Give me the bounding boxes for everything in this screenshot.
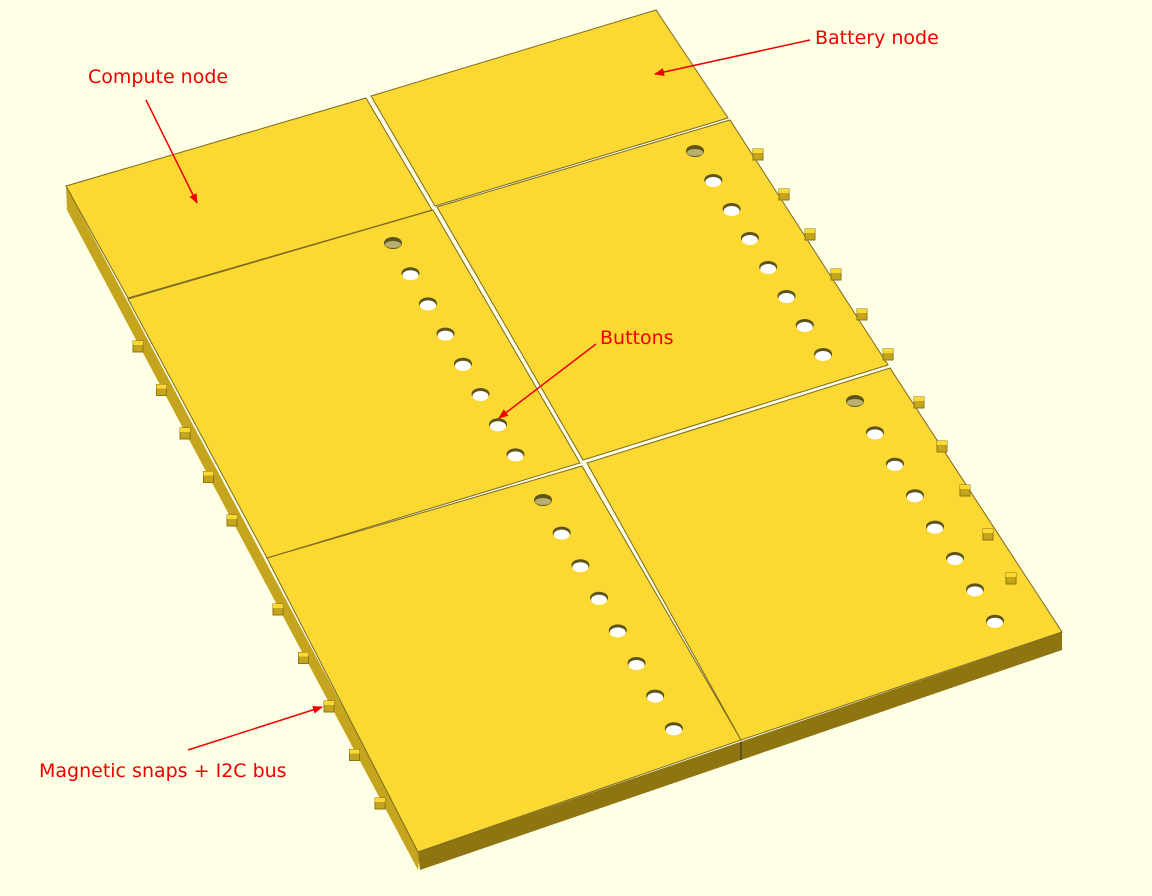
button-hole <box>490 421 506 432</box>
button-hole <box>815 351 832 361</box>
button-hole <box>867 429 883 440</box>
button-holes <box>384 145 1004 736</box>
magnetic-snap-top <box>960 485 970 489</box>
magnetic-snaps <box>132 148 1017 810</box>
button-hole <box>628 660 645 670</box>
button-hole <box>705 177 722 187</box>
button-hole <box>796 322 813 332</box>
button-hole <box>665 725 682 736</box>
button-hole <box>553 529 570 540</box>
magnetic-snap-top <box>857 309 867 313</box>
magnetic-snap-top <box>324 701 334 705</box>
battery-node-label: Battery node <box>815 27 939 49</box>
board-left-side <box>66 186 420 870</box>
button-hole <box>947 555 963 565</box>
magnetic-snap-top <box>349 749 360 754</box>
magnetic-snap-top <box>914 397 924 401</box>
button-hole <box>609 627 626 638</box>
compute-node-arrow <box>145 99 198 204</box>
magnetic-snap-top <box>1006 573 1016 577</box>
magnetic-snap-top <box>375 798 385 802</box>
button-hole <box>907 492 923 503</box>
button-hole <box>887 460 903 471</box>
magnetic-snap-top <box>983 529 993 533</box>
buttons-arrow <box>498 343 597 419</box>
button-module-right-middle <box>436 119 889 461</box>
compute-node-label: Compute node <box>88 66 229 88</box>
button-hole <box>927 523 943 534</box>
button-hole <box>535 498 551 505</box>
button-module-right-bottom <box>586 367 1063 741</box>
button-module-left-middle <box>127 209 581 559</box>
magnetic-snap-top <box>133 341 143 345</box>
magnetic-snap-top <box>156 384 167 389</box>
button-hole <box>987 617 1003 628</box>
magnetic-snap-top <box>298 652 309 657</box>
magnetic-snap-top <box>753 149 763 153</box>
button-hole <box>420 300 436 311</box>
magnetic-snap-top <box>203 471 214 476</box>
battery-node <box>370 9 729 207</box>
battery-node-arrow <box>654 39 811 76</box>
button-hole <box>647 692 664 703</box>
magnetic-snap-top <box>227 515 237 519</box>
magnetic-snap-top <box>883 349 893 353</box>
magnetic-snaps-arrow <box>187 705 323 751</box>
button-hole <box>967 586 983 597</box>
button-hole <box>847 399 863 406</box>
magnetic-snap-top <box>831 269 841 273</box>
buttons-label: Buttons <box>600 327 674 349</box>
magnetic-snaps-label: Magnetic snaps + I2C bus <box>39 760 287 782</box>
magnetic-snap-top <box>805 229 815 233</box>
button-hole <box>402 270 419 281</box>
magnetic-snap-top <box>273 604 283 608</box>
button-hole <box>760 264 777 274</box>
button-hole <box>385 241 401 248</box>
button-hole <box>723 206 740 216</box>
button-hole <box>687 149 703 156</box>
button-hole <box>472 391 489 401</box>
button-hole <box>507 451 524 462</box>
button-hole <box>455 360 471 371</box>
button-hole <box>572 562 589 573</box>
magnetic-snap-top <box>180 428 190 432</box>
magnetic-snap-top <box>779 189 789 193</box>
magnetic-snap-top <box>937 441 947 445</box>
button-hole <box>591 594 608 605</box>
button-hole <box>741 235 758 245</box>
button-hole <box>778 293 795 303</box>
button-hole <box>437 330 454 341</box>
